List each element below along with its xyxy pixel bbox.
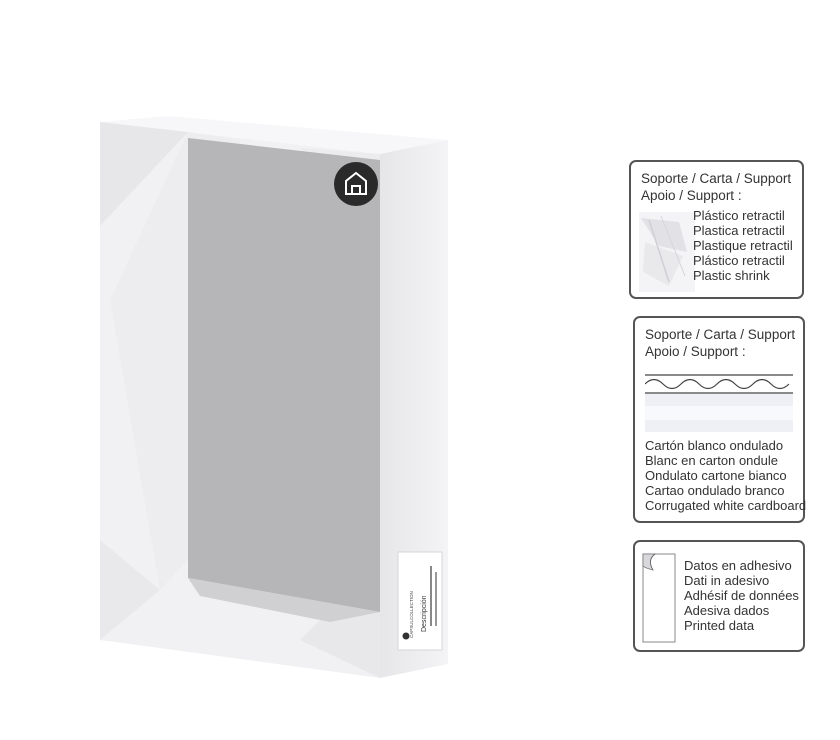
product-box-illustration: CAPSULCOLLECTION Descripción	[100, 116, 448, 678]
material-line: Datos en adhesivo	[684, 558, 792, 573]
material-line: Ondulato cartone bianco	[645, 468, 787, 483]
sticker-icon	[642, 553, 676, 643]
material-line: Plastic shrink	[693, 268, 770, 283]
info-panel-printed-data: Datos en adhesivo Dati in adesivo Adhési…	[633, 540, 805, 652]
white-cardboard-swatch	[645, 394, 793, 432]
corrugated-wave-icon	[645, 374, 793, 394]
material-line: Cartao ondulado branco	[645, 483, 785, 498]
material-line: Plastique retractil	[693, 238, 793, 253]
box-window	[188, 138, 380, 612]
material-line: Plastica retractil	[693, 223, 785, 238]
material-names: Plástico retractil Plastica retractil Pl…	[693, 208, 793, 283]
header-line: Apoio / Support :	[645, 344, 746, 359]
house-icon	[334, 162, 378, 206]
panel-header: Soporte / Carta / Support Apoio / Suppor…	[641, 170, 791, 204]
material-line: Adesiva dados	[684, 603, 770, 618]
material-names: Datos en adhesivo Dati in adesivo Adhési…	[684, 558, 799, 633]
header-line: Soporte / Carta / Support	[641, 171, 792, 186]
material-line: Printed data	[684, 618, 755, 633]
header-line: Soporte / Carta / Support	[645, 327, 796, 342]
label-brand: CAPSULCOLLECTION	[409, 591, 414, 638]
info-panel-corrugated-cardboard: Soporte / Carta / Support Apoio / Suppor…	[633, 316, 806, 523]
box-label-sticker: CAPSULCOLLECTION Descripción	[397, 551, 443, 651]
material-names: Cartón blanco ondulado Blanc en carton o…	[645, 438, 806, 513]
material-line: Plástico retractil	[693, 253, 785, 268]
shrink-plastic-icon	[639, 212, 695, 292]
material-line: Blanc en carton ondule	[645, 453, 778, 468]
label-title: Descripción	[421, 595, 428, 632]
material-line: Corrugated white cardboard	[645, 498, 807, 513]
box-side-face	[380, 140, 448, 678]
material-line: Cartón blanco ondulado	[645, 438, 784, 453]
info-panel-shrink-plastic: Soporte / Carta / Support Apoio / Suppor…	[629, 160, 804, 299]
panel-header: Soporte / Carta / Support Apoio / Suppor…	[645, 326, 795, 360]
box-top-face	[100, 116, 448, 154]
material-line: Adhésif de données	[684, 588, 799, 603]
material-line: Plástico retractil	[693, 208, 785, 223]
material-line: Dati in adesivo	[684, 573, 770, 588]
header-line: Apoio / Support :	[641, 188, 742, 203]
